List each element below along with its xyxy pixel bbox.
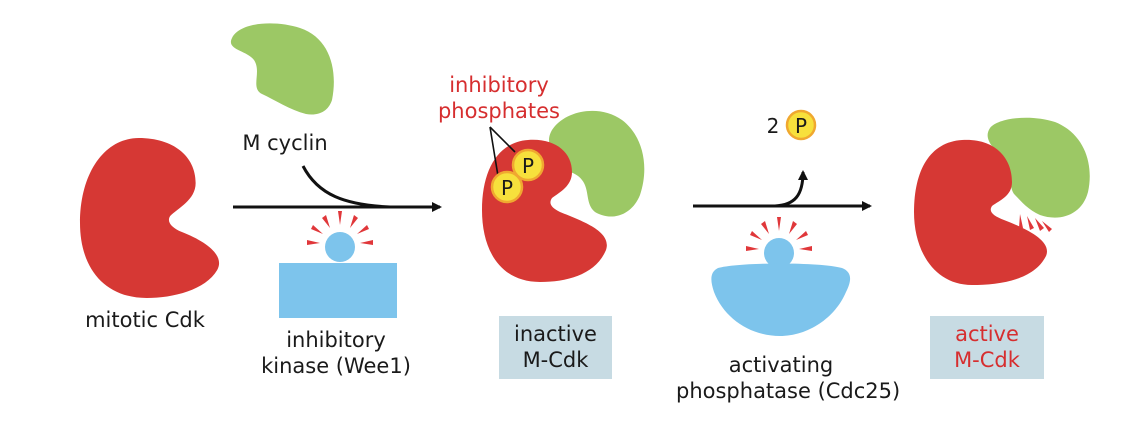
cyclin-binding-curve <box>301 165 391 209</box>
inactive-label-line-1: inactive <box>514 322 597 346</box>
released-phosphate-label: P <box>794 114 808 138</box>
m-cyclin-shape <box>230 23 334 115</box>
active-m-cdk-label: active M-Cdk <box>930 321 1044 373</box>
phosphate-2-label: P <box>521 154 535 178</box>
phosphate-1-icon <box>490 170 524 204</box>
mitotic-cdk-label: mitotic Cdk <box>85 308 205 332</box>
phosphate-2-icon <box>511 148 545 182</box>
inactive-complex-cyclin <box>549 110 645 217</box>
wee1-kinase-shape <box>279 211 397 318</box>
phosphatase-label: activating phosphatase (Cdc25) <box>676 352 901 404</box>
inactive-m-cdk-box: inactive M-Cdk <box>499 316 612 379</box>
phosphatase-label-line-1: activating <box>728 353 834 377</box>
released-phosphate-icon <box>785 109 817 141</box>
phosphatase-label-line-2: phosphatase (Cdc25) <box>676 379 901 403</box>
inactive-m-cdk-label: inactive M-Cdk <box>499 321 612 373</box>
active-complex-cdk <box>914 139 1047 285</box>
inhibitory-phosphates-line-2: phosphates <box>437 99 561 123</box>
inactive-label-line-2: M-Cdk <box>522 348 589 372</box>
mitotic-cdk-shape <box>80 138 220 298</box>
inhibitory-phosphates-label: inhibitory phosphates <box>424 72 574 124</box>
active-m-cdk-box: active M-Cdk <box>930 316 1044 379</box>
phosphate-1-label: P <box>500 176 514 200</box>
phosphate-release-curve <box>774 170 808 208</box>
active-label-line-2: M-Cdk <box>954 348 1020 372</box>
kinase-label: inhibitory kinase (Wee1) <box>256 327 416 379</box>
inhibitory-phosphates-line-1: inhibitory <box>449 73 549 97</box>
active-complex-cyclin <box>987 117 1090 218</box>
pointer-lines <box>489 126 516 177</box>
cdc25-phosphatase-shape <box>711 217 851 336</box>
active-label-line-1: active <box>955 322 1019 346</box>
released-phosphate-count: 2 <box>766 114 780 138</box>
m-cyclin-label: M cyclin <box>242 131 328 155</box>
kinase-label-line-1: inhibitory <box>286 328 386 352</box>
activity-rays <box>1019 214 1052 232</box>
kinase-label-line-2: kinase (Wee1) <box>261 354 411 378</box>
